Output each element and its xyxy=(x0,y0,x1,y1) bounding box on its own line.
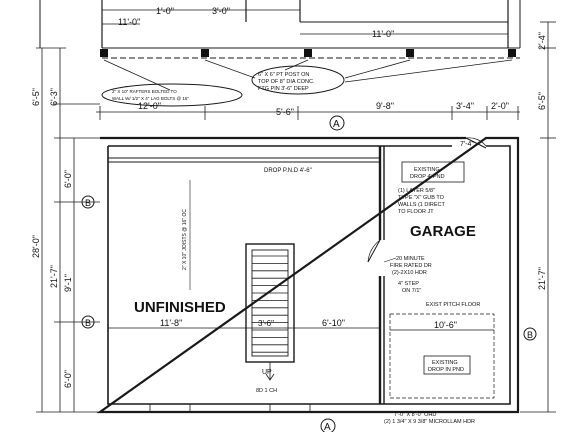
dim-left-6-0-top: 6'-0" xyxy=(63,170,73,188)
stair-note: 8D 1 CH xyxy=(256,388,277,394)
ledger-note-line-1: 2" X 10" RAFTERS BOLTED TO xyxy=(112,89,177,94)
dim-2-0: 2'-0" xyxy=(491,101,509,111)
dim-11-0-left: 11'-0" xyxy=(118,17,140,27)
existing-drop-top-line-1: EXISTING xyxy=(414,167,440,173)
exterior-walls xyxy=(96,136,520,414)
existing-drop-top-line-2: DROP 4' PND xyxy=(410,174,445,180)
dim-7-4: 7'-4" xyxy=(460,141,474,148)
joists-note: 2" X 10" JOISTS @ 16" OC xyxy=(182,209,188,270)
door-note-line-2: (2) 1 3/4" X 9 3/8" MICROLLAM HDR xyxy=(384,419,475,425)
layer-note-line-4: TO FLOOR JT xyxy=(398,209,434,215)
marker-a-bottom-label: A xyxy=(324,422,331,432)
marker-a-top-label: A xyxy=(333,119,340,130)
dim-3-4: 3'-4" xyxy=(456,101,474,111)
layer-note-line-2: TYPE "X" GUB TO xyxy=(398,195,445,201)
exist-pitch-note: EXIST PITCH FLOOR xyxy=(426,302,480,308)
post xyxy=(201,49,209,57)
fire-note-line-3: (2)-2X10 HDR xyxy=(392,270,427,276)
section-marker-a-bottom xyxy=(320,418,336,432)
drop-top-note: DROP P.N.D 4'-6" xyxy=(264,168,312,174)
dim-left-21-7: 21'-7" xyxy=(49,265,59,288)
top-dimension-row xyxy=(96,106,520,120)
post-note-line-3: FTG PIN 3'-6" DEEP xyxy=(258,86,309,92)
fire-note-line-2: FIRE RATED DR xyxy=(390,263,432,269)
dim-5-6: 5'-6" xyxy=(276,107,294,117)
dim-left-6-5: 6'-5" xyxy=(31,88,41,106)
dim-6-10: 6'-10" xyxy=(322,318,345,328)
dim-11-0-right: 11'-0" xyxy=(372,29,394,39)
garage-dimension-row xyxy=(389,313,495,399)
section-marker-b-right xyxy=(523,327,537,341)
layer-note-line-1: (1) LAYER 5/8" xyxy=(398,188,435,194)
dim-right-21-7: 21'-7" xyxy=(537,267,547,290)
room-label-garage: GARAGE xyxy=(410,223,476,240)
door-note-line-1: 7'-0" X 8'-0" OHD xyxy=(394,412,436,418)
dim-1-0: 1'-0" xyxy=(156,6,174,16)
post xyxy=(406,49,414,57)
marker-b-left-top-label: B xyxy=(85,198,91,208)
post-note-line-1: 6" X 6" PT POST ON xyxy=(258,72,309,78)
stair-up-label: UP xyxy=(262,369,272,376)
post xyxy=(508,49,516,57)
dim-3-6: 3'-6" xyxy=(258,319,274,328)
dim-left-28-0: 28'-0" xyxy=(31,235,41,258)
room-label-unfinished: UNFINISHED xyxy=(134,299,226,316)
drop-beam-top xyxy=(108,157,380,163)
dim-left-6-0-bottom: 6'-0" xyxy=(63,370,73,388)
upper-deck xyxy=(39,0,521,107)
dim-right-6-5: 6'-5" xyxy=(537,92,547,110)
section-marker-a-top xyxy=(329,115,345,131)
fire-note-line-1: 20 MINUTE xyxy=(396,256,425,262)
dim-right-2-4: 2'-4" xyxy=(537,32,547,50)
step-note-line-2: ON 7/1" xyxy=(402,288,421,294)
existing-drop-bottom-box xyxy=(423,355,471,375)
dim-11-8: 11'-8" xyxy=(160,318,182,328)
left-dimension-chain xyxy=(36,47,100,413)
right-dimension-chain xyxy=(520,21,556,413)
post-note-line-2: TOP OF 8" DIA CONC. xyxy=(258,79,315,85)
marker-b-left-bottom-label: B xyxy=(85,318,91,328)
stair xyxy=(245,243,295,381)
section-marker-b-left-bottom xyxy=(81,315,95,329)
dim-9-8: 9'-8" xyxy=(376,101,394,111)
dim-12-0: 12'-0" xyxy=(138,101,161,111)
dim-left-6-3: 6'-3" xyxy=(49,88,59,106)
existing-drop-top-box xyxy=(401,161,465,183)
ledger-note-line-2: WALL W/ 1/2" X 4" LAG BOLTS @ 16" xyxy=(112,96,189,101)
dim-3-0: 3'-0" xyxy=(212,6,230,16)
step-note-line-1: 4" STEP xyxy=(398,281,419,287)
interior-dimension-row xyxy=(108,322,380,334)
section-marker-b-left-top xyxy=(81,195,95,209)
marker-b-right-label: B xyxy=(527,330,533,340)
existing-drop-bottom-line-1: EXISTING xyxy=(432,360,458,366)
dim-left-9-1: 9'-1" xyxy=(63,274,73,292)
dim-10-6: 10'-6" xyxy=(434,320,457,330)
layer-note-line-3: WALLS (1 DIRECT xyxy=(398,202,446,208)
post xyxy=(304,49,312,57)
post xyxy=(100,49,108,57)
existing-drop-bottom-line-2: DROP IN PND xyxy=(428,367,464,373)
